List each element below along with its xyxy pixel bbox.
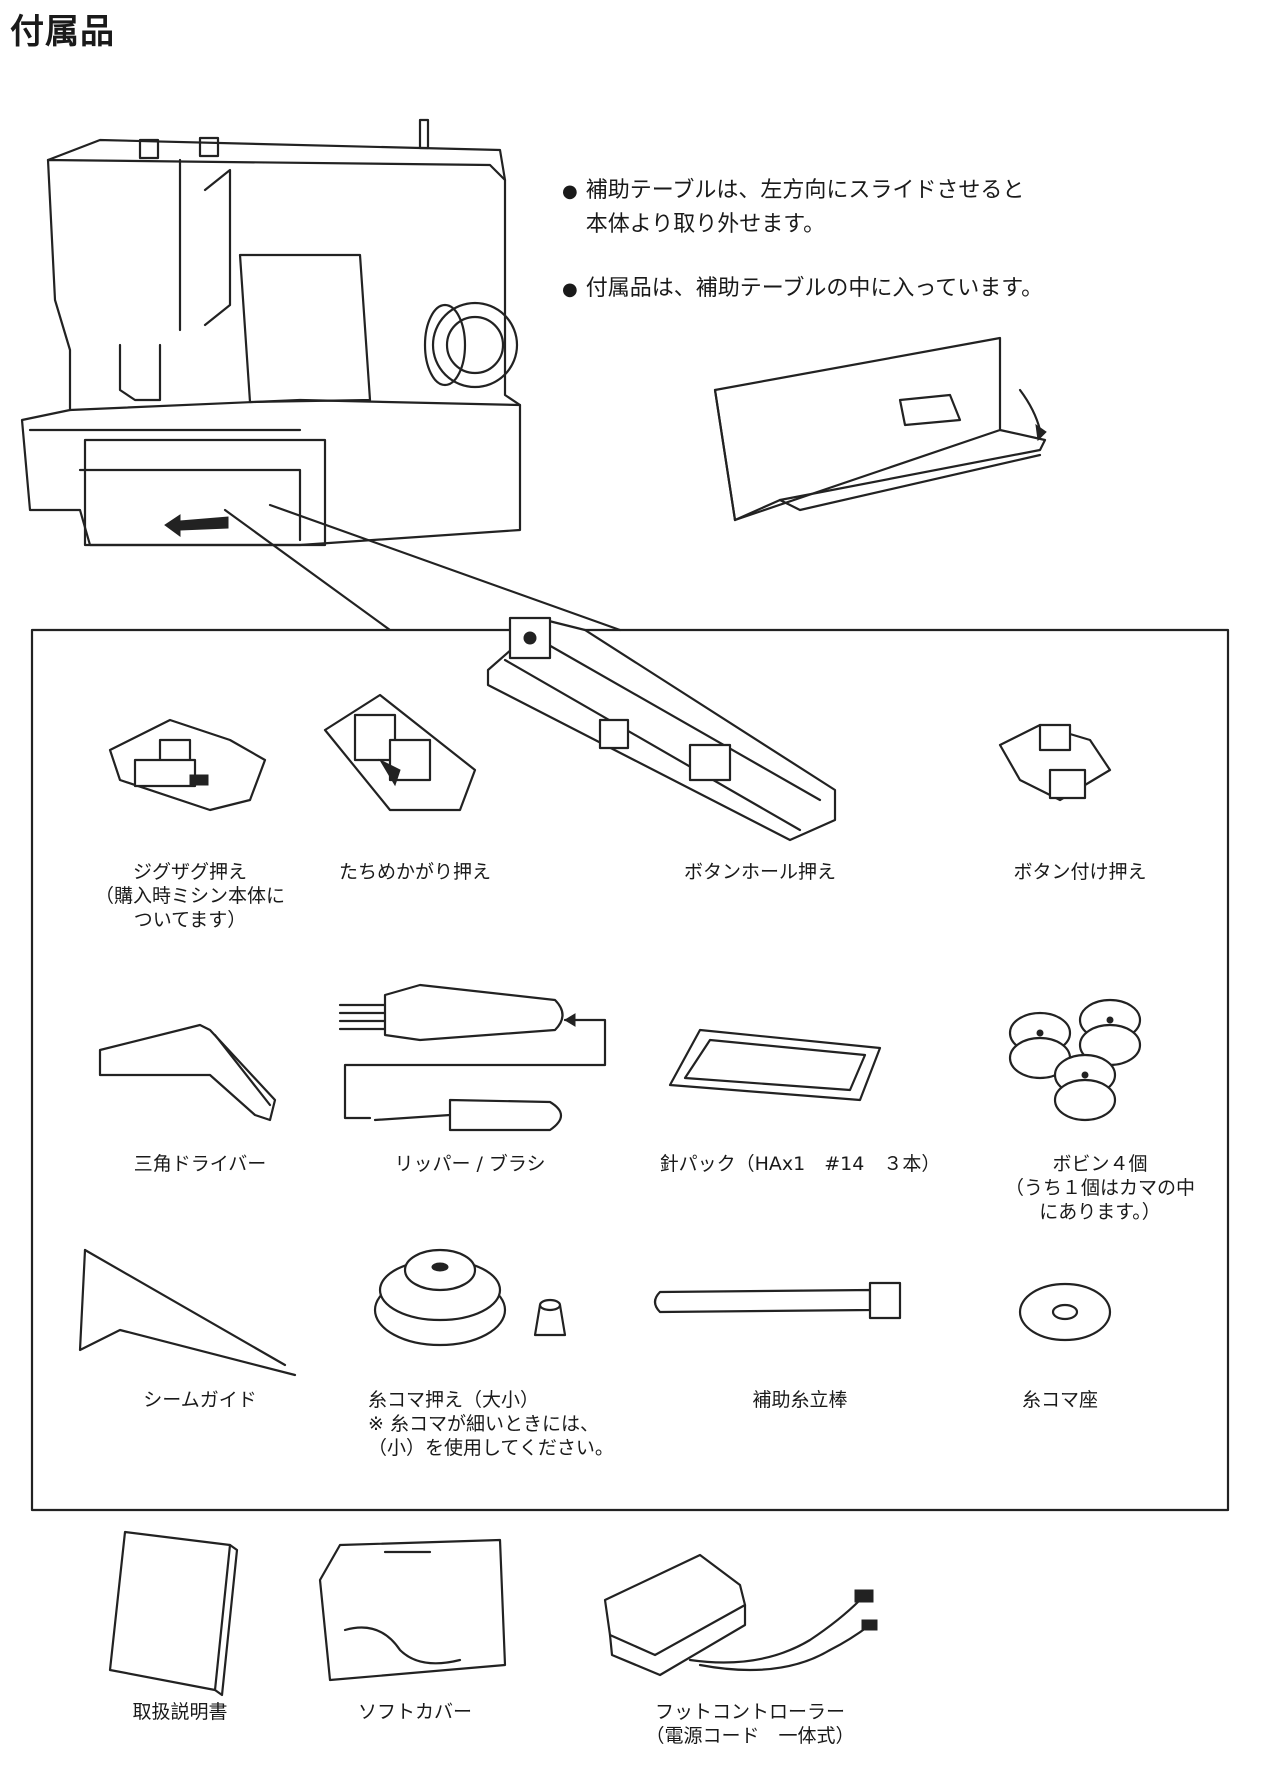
screwdriver-illustration [98, 1023, 277, 1122]
overedge-foot-illustration [323, 693, 477, 812]
spool-felt-illustration [1018, 1282, 1112, 1342]
button-sew-foot-illustration [998, 723, 1112, 802]
accessory-box-illustration [713, 336, 1047, 522]
soft-cover-illustration [318, 1538, 507, 1682]
seam-guide-illustration [78, 1248, 297, 1377]
needle-pack-label: 針パック（HAx1 #14 ３本） [659, 1153, 941, 1175]
ripper-brush-label: リッパー / ブラシ [394, 1153, 546, 1175]
foot-controller-illustration [603, 1553, 878, 1677]
bobbins-illustration [1008, 998, 1142, 1122]
spool-cap-label: 糸コマ押え（大小） ※ 糸コマが細いときには、 （小）を使用してください。 [368, 1389, 614, 1459]
note-slide-table: ● 補助テーブルは、左方向にスライドさせると 本体より取り外せます。 [562, 174, 1122, 242]
screwdriver-label: 三角ドライバー [133, 1153, 267, 1175]
button-sew-foot-label: ボタン付け押え [1013, 861, 1147, 883]
overedge-foot-label: たちめかがり押え [338, 861, 491, 883]
manual-label: 取扱説明書 [132, 1701, 228, 1723]
buttonhole-foot-label: ボタンホール押え [683, 861, 836, 883]
spool-caps-illustration [373, 1248, 567, 1347]
needle-pack-illustration [668, 1028, 882, 1102]
zigzag-foot-label: ジグザグ押え （購入時ミシン本体に ついてます） [94, 861, 285, 931]
note-text: 付属品は、補助テーブルの中に入っています。 [585, 276, 1044, 301]
manual-illustration [108, 1530, 239, 1697]
note-accessories-inside: ● 付属品は、補助テーブルの中に入っています。 [562, 272, 1122, 307]
spool-pin-label: 補助糸立棒 [752, 1389, 848, 1411]
zigzag-foot-illustration [108, 718, 267, 812]
buttonhole-foot-illustration [486, 616, 837, 842]
sewing-machine-illustration [20, 118, 1230, 1512]
spool-felt-label: 糸コマ座 [1021, 1389, 1098, 1411]
bullet-icon: ● [562, 181, 578, 202]
spool-pin-illustration [653, 1281, 902, 1320]
ripper-brush-illustration [338, 983, 607, 1132]
foot-controller-label: フットコントローラー （電源コード 一体式） [645, 1701, 855, 1747]
page-title: 付属品 [10, 12, 115, 52]
seam-guide-label: シームガイド [143, 1389, 257, 1411]
note-text: 補助テーブルは、左方向にスライドさせると 本体より取り外せます。 [585, 178, 1025, 237]
bullet-icon: ● [562, 279, 578, 300]
soft-cover-label: ソフトカバー [357, 1701, 472, 1723]
bobbins-label: ボビン４個 （うち１個はカマの中 にあります。） [1004, 1153, 1195, 1223]
